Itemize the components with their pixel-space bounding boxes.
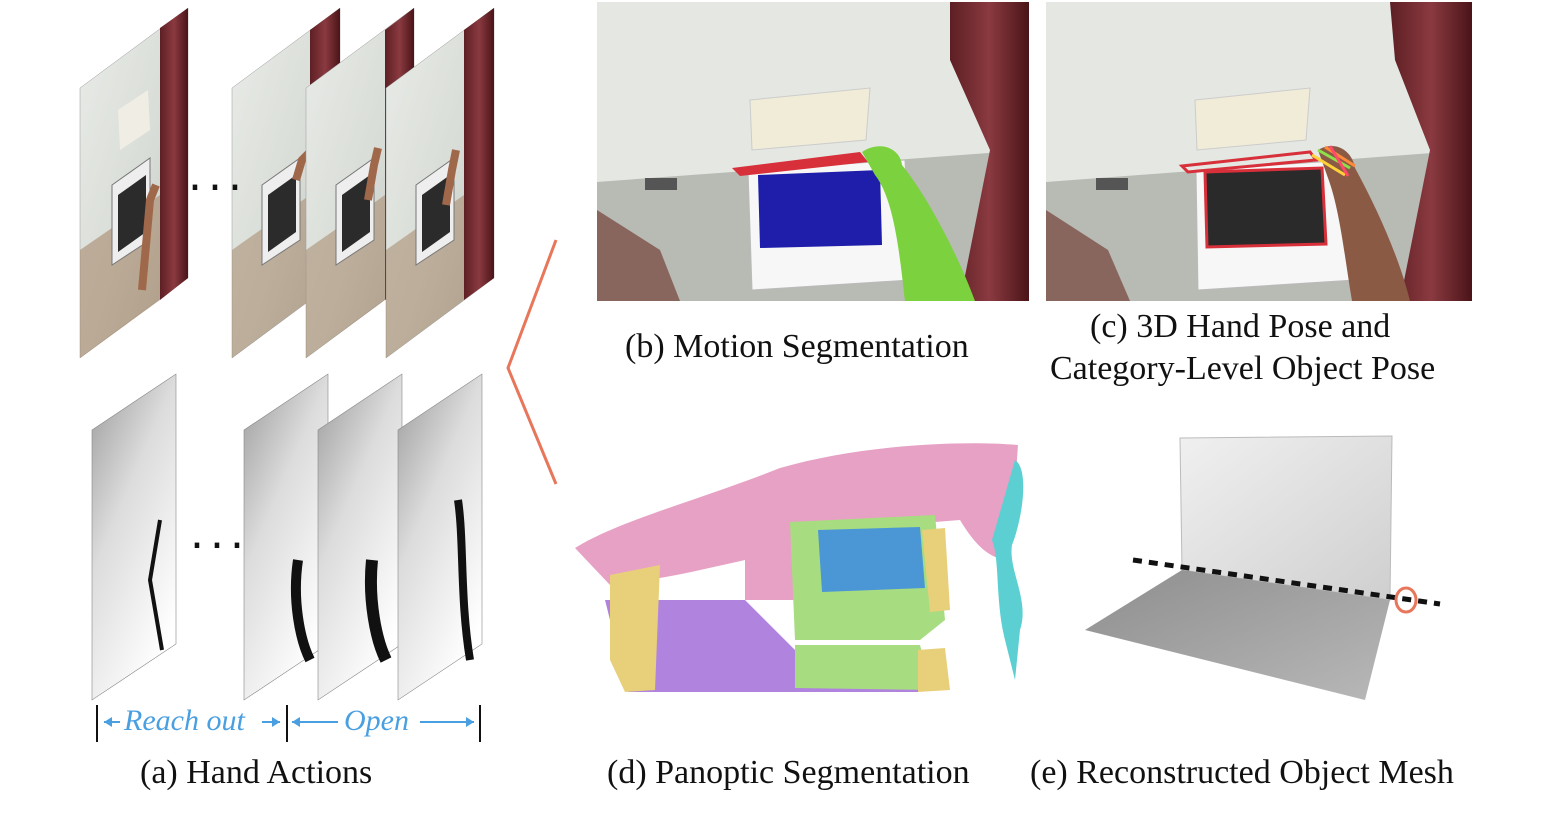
hand-object-pose-image [1046, 2, 1472, 301]
depth-frame-3 [317, 373, 403, 701]
ellipsis-top: ... [188, 150, 248, 201]
caption-reconstructed-mesh: (e) Reconstructed Object Mesh [1030, 754, 1454, 791]
caption-hand-actions: (a) Hand Actions [140, 754, 373, 791]
depth-frame-4 [397, 373, 483, 701]
connector-bracket [506, 239, 558, 485]
caption-motion-segmentation: (b) Motion Segmentation [625, 328, 969, 365]
rgb-frame-1 [79, 7, 189, 359]
action-label-reach-out: Reach out [124, 704, 245, 737]
depth-frame-1 [91, 373, 177, 701]
depth-frame-2 [243, 373, 329, 701]
panoptic-segmentation-image [575, 443, 1024, 692]
timeline [96, 705, 481, 742]
action-label-open: Open [344, 704, 409, 737]
caption-panoptic-segmentation: (d) Panoptic Segmentation [607, 754, 970, 791]
rgb-frame-4 [385, 7, 495, 359]
reconstructed-mesh-image [1085, 435, 1441, 700]
caption-hand-pose-line1: (c) 3D Hand Pose and [1090, 308, 1391, 345]
ellipsis-bottom: ... [190, 508, 250, 559]
caption-hand-pose-line2: Category-Level Object Pose [1050, 350, 1436, 387]
motion-segmentation-image [597, 2, 1029, 301]
